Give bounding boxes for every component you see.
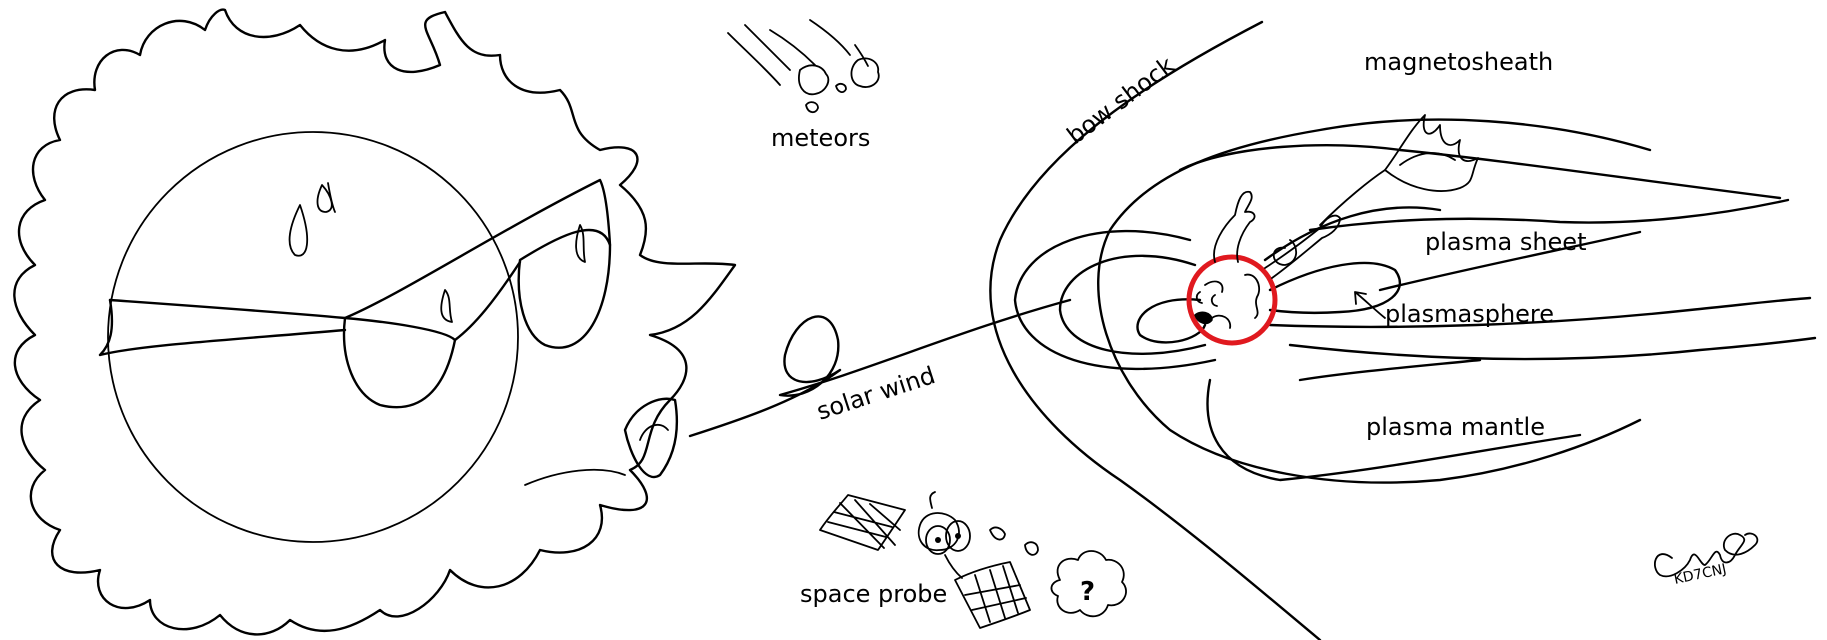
tail-line-lower-2 [1300, 360, 1480, 380]
sweat-drop-large [290, 205, 308, 256]
dipole-loop-right-inner [1270, 263, 1400, 313]
meteors-group: meteors [728, 20, 879, 152]
dipole-loop-right-mid [1265, 207, 1440, 260]
earth-left-arm [1214, 192, 1255, 262]
sun-face-circle [108, 132, 518, 542]
solar-wind-stream [690, 300, 1070, 436]
probe-pupil-left [935, 537, 941, 543]
probe-debris-1 [990, 527, 1005, 539]
question-mark: ? [1080, 577, 1095, 607]
meteor-trail-1 [728, 33, 780, 85]
space-probe: ? space probe [800, 492, 1126, 628]
sunglasses-left-lens [344, 318, 455, 407]
meteor-rock-2 [851, 58, 878, 87]
sun-mouth [625, 399, 677, 477]
magnetopause-upper-tail [1180, 145, 1780, 198]
probe-body [919, 513, 959, 550]
sunglasses-glint-left [441, 290, 452, 322]
artist-signature: KD7CNJ [1655, 533, 1757, 587]
space-probe-label: space probe [800, 580, 947, 608]
meteor-trail-5 [855, 45, 868, 66]
earth-character [1189, 192, 1340, 343]
probe-solar-panel-right-grid [965, 566, 1026, 622]
meteor-trail-3 [770, 30, 815, 65]
signature-callsign: KD7CNJ [1673, 561, 1728, 588]
bow-shock-label: bow shock [1062, 51, 1180, 150]
plasma-sheet-label: plasma sheet [1425, 228, 1586, 256]
meteor-trail-4 [810, 20, 850, 55]
meteor-rock-3 [806, 102, 818, 112]
meteor-rock-1 [799, 65, 828, 94]
probe-arm [945, 555, 962, 578]
probe-debris-2 [1025, 542, 1038, 555]
plasmasphere-label: plasmasphere [1385, 300, 1554, 328]
plasma-sheet-upper [1310, 200, 1788, 230]
bow-shock-line [990, 22, 1320, 640]
meteor-rock-4 [836, 84, 846, 92]
torch-flames [1385, 115, 1478, 191]
sunglasses [100, 180, 610, 407]
earth-red-outline [1189, 257, 1275, 343]
magnetosheath-label: magnetosheath [1364, 48, 1553, 76]
earth-continents [1205, 275, 1259, 328]
sunglasses-right-lens [519, 230, 610, 348]
probe-pupil-right [955, 533, 961, 539]
sun-mouth-lip [640, 425, 668, 440]
sunglasses-frame-top [110, 180, 610, 318]
sweat-drop-small [317, 183, 335, 212]
plasma-mantle-label: plasma mantle [1366, 413, 1545, 441]
sunglasses-bridge [455, 262, 520, 340]
tail-line-lower-1 [1290, 338, 1815, 359]
meteors-label: meteors [771, 124, 870, 152]
sun [14, 10, 735, 635]
sun-cheek-line [525, 470, 625, 485]
solar-wind: solar wind [690, 300, 1070, 436]
magnetosphere: bow shock magnetosheath plasma sheet pla… [990, 22, 1815, 640]
probe-antenna [930, 492, 935, 508]
meteor-trail-2 [745, 25, 790, 70]
